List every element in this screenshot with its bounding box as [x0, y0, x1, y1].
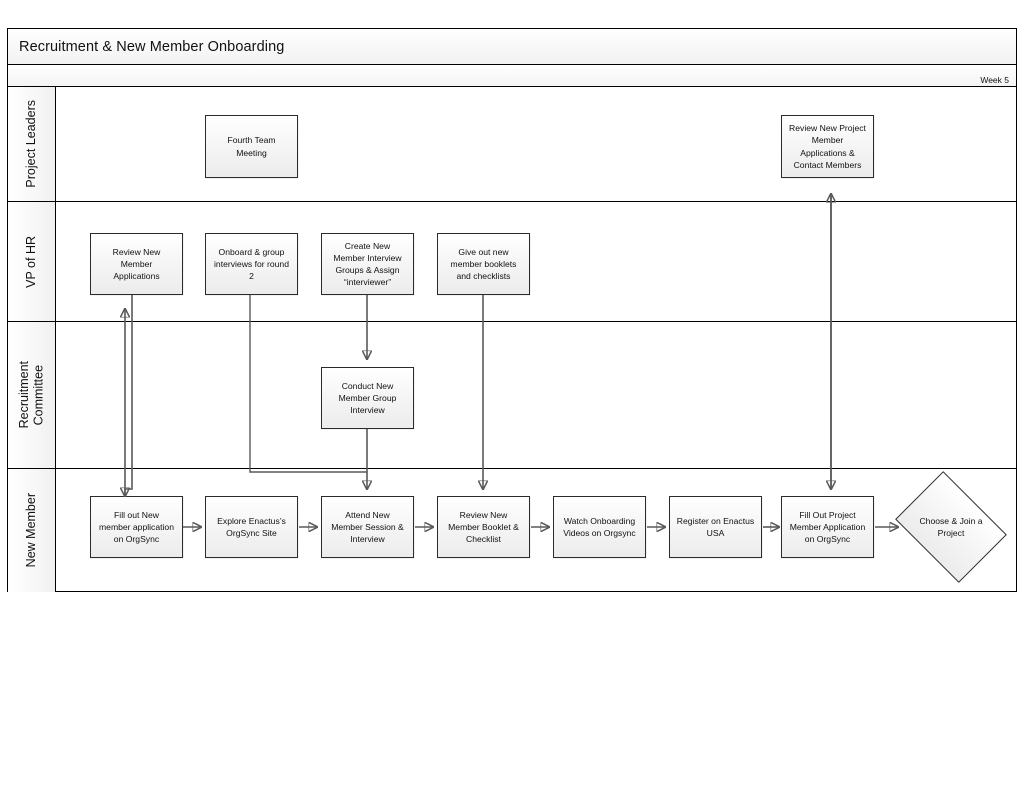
- node-fill-out-new-member-application[interactable]: Fill out New member application on OrgSy…: [90, 496, 183, 558]
- swimlane-frame: Recruitment & New Member Onboarding Week…: [7, 28, 1017, 592]
- node-watch-onboarding-videos[interactable]: Watch Onboarding Videos on Orgsync: [553, 496, 646, 558]
- lane-header-recruitment-committee: Recruitment Committee: [8, 322, 56, 468]
- node-choose-join-project[interactable]: Choose & Join a Project: [895, 471, 1007, 583]
- lane-label-new-member: New Member: [24, 493, 39, 568]
- node-explore-orgsync-site[interactable]: Explore Enactus’s OrgSync Site: [205, 496, 298, 558]
- lane-body-new-member: Fill out New member application on OrgSy…: [56, 469, 1016, 592]
- lane-recruitment-committee: Recruitment Committee Conduct New Member…: [8, 322, 1016, 469]
- lane-vp-of-hr: VP of HR Review New Member Applications …: [8, 202, 1016, 322]
- lane-header-vp-of-hr: VP of HR: [8, 202, 56, 321]
- phase-label: Week 5: [980, 75, 1009, 85]
- lane-body-project-leaders: Fourth Team Meeting Review New Project M…: [56, 87, 1016, 201]
- node-attend-new-member-session[interactable]: Attend New Member Session & Interview: [321, 496, 414, 558]
- lane-body-vp-of-hr: Review New Member Applications Onboard &…: [56, 202, 1016, 321]
- lane-label-recruitment-committee: Recruitment Committee: [17, 361, 46, 429]
- node-review-booklet-checklist[interactable]: Review New Member Booklet & Checklist: [437, 496, 530, 558]
- node-register-enactus-usa[interactable]: Register on Enactus USA: [669, 496, 762, 558]
- node-onboard-group-interviews[interactable]: Onboard & group interviews for round 2: [205, 233, 298, 295]
- node-give-out-booklets[interactable]: Give out new member booklets and checkli…: [437, 233, 530, 295]
- lane-new-member: New Member Fill out New member applicati…: [8, 469, 1016, 592]
- phase-bar: Week 5: [8, 65, 1016, 87]
- lane-header-new-member: New Member: [8, 469, 56, 592]
- lane-body-recruitment-committee: Conduct New Member Group Interview: [56, 322, 1016, 468]
- node-fourth-team-meeting[interactable]: Fourth Team Meeting: [205, 115, 298, 178]
- node-conduct-group-interview[interactable]: Conduct New Member Group Interview: [321, 367, 414, 429]
- decision-diamond-label: Choose & Join a Project: [919, 515, 983, 538]
- node-review-new-member-applications[interactable]: Review New Member Applications: [90, 233, 183, 295]
- lane-label-project-leaders: Project Leaders: [24, 100, 39, 188]
- node-review-new-project-member-applications[interactable]: Review New Project Member Applications &…: [781, 115, 874, 178]
- lane-project-leaders: Project Leaders Fourth Team Meeting Revi…: [8, 87, 1016, 202]
- node-fill-out-project-application[interactable]: Fill Out Project Member Application on O…: [781, 496, 874, 558]
- diagram-title: Recruitment & New Member Onboarding: [19, 38, 285, 55]
- lane-header-project-leaders: Project Leaders: [8, 87, 56, 201]
- node-create-interview-groups[interactable]: Create New Member Interview Groups & Ass…: [321, 233, 414, 295]
- lane-label-vp-of-hr: VP of HR: [24, 235, 39, 288]
- diagram-title-bar: Recruitment & New Member Onboarding: [8, 29, 1016, 65]
